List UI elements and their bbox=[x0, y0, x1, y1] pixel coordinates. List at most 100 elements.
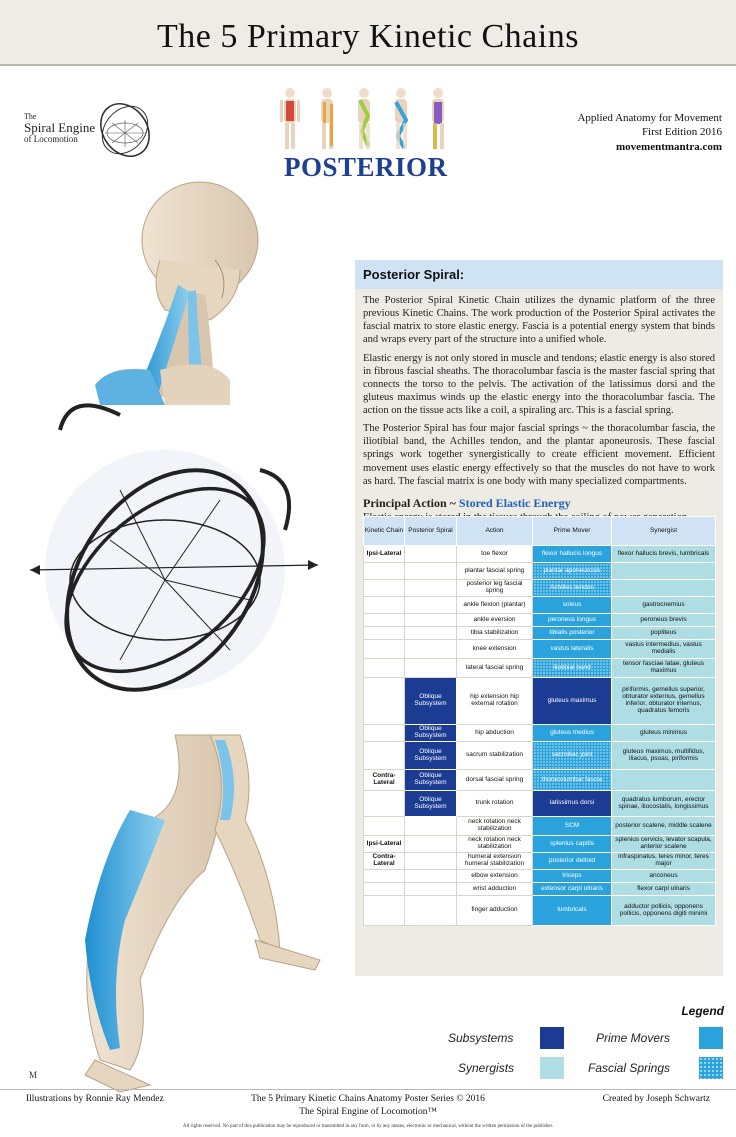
cell-action: toe flexor bbox=[456, 545, 533, 563]
cell-action: posterior leg fascial spring bbox=[456, 579, 533, 597]
legend-subsystems-label: Subsystems bbox=[448, 1031, 514, 1045]
cell-prime-mover: SCM bbox=[532, 816, 612, 836]
pub-line2: First Edition 2016 bbox=[641, 126, 722, 139]
cell-kinetic-chain bbox=[363, 816, 405, 836]
cell-kinetic-chain bbox=[363, 869, 405, 883]
cell-kinetic-chain bbox=[363, 562, 405, 580]
cell-posterior-spiral bbox=[404, 852, 457, 870]
cell-action: ankle eversion bbox=[456, 613, 533, 627]
cell-prime-mover: plantar aponeurosis bbox=[532, 562, 612, 580]
cell-posterior-spiral bbox=[404, 882, 457, 896]
cell-prime-mover: peroneus longus bbox=[532, 613, 612, 627]
cell-prime-mover: gluteus maximus bbox=[532, 677, 612, 725]
header-prime-mover: Prime Mover bbox=[532, 516, 612, 546]
cell-action: neck rotation neck stabilization bbox=[456, 835, 533, 853]
legend-fascial-springs-swatch bbox=[699, 1057, 723, 1079]
cell-synergist: splenius cervicis, levator scapula, ante… bbox=[611, 835, 716, 853]
cell-action: lateral fascial spring bbox=[456, 658, 533, 678]
cell-posterior-spiral bbox=[404, 596, 457, 614]
cell-kinetic-chain bbox=[363, 741, 405, 770]
table-row: Ipsi-Lateral neck rotation neck stabiliza… bbox=[363, 835, 716, 853]
logo-text: The Spiral Engine of Locomotion bbox=[24, 112, 114, 145]
cell-synergist: popliteus bbox=[611, 626, 716, 640]
cell-action: trunk rotation bbox=[456, 790, 533, 817]
cell-prime-mover: Achilles tendon bbox=[532, 579, 612, 597]
red-figure-icon bbox=[280, 88, 300, 149]
footer-divider bbox=[0, 1089, 736, 1090]
cell-prime-mover: gluteus medius bbox=[532, 724, 612, 742]
legend-synergists-swatch bbox=[540, 1057, 564, 1079]
footer-brand: The Spiral Engine of Locomotion™ bbox=[299, 1107, 437, 1117]
principal-value: Stored Elastic Energy bbox=[458, 495, 571, 510]
cell-synergist: posterior scalene, middle scalene bbox=[611, 816, 716, 836]
cell-prime-mover: posterior deltoid bbox=[532, 852, 612, 870]
cell-kinetic-chain bbox=[363, 677, 405, 725]
cell-synergist: gastrocnemius bbox=[611, 596, 716, 614]
cell-synergist: quadratus lumborum, erector spinae, ilio… bbox=[611, 790, 716, 817]
legend-subsystems-swatch bbox=[540, 1027, 564, 1049]
table-header-row: Kinetic Chain Posterior Spiral Action Pr… bbox=[363, 516, 716, 546]
cell-synergist: vastus intermedius, vastus medialis bbox=[611, 639, 716, 659]
cell-prime-mover: thoracolumbar fascia bbox=[532, 769, 612, 791]
cell-action: humeral extension humeral stabilization bbox=[456, 852, 533, 870]
panel-paragraph-2: Elastic energy is not only stored in mus… bbox=[363, 352, 715, 417]
cell-kinetic-chain bbox=[363, 790, 405, 817]
cell-synergist bbox=[611, 579, 716, 597]
legend-fascial-springs-label: Fascial Springs bbox=[588, 1061, 671, 1075]
green-figure-icon bbox=[358, 88, 371, 149]
cell-prime-mover: latissimus dorsi bbox=[532, 790, 612, 817]
publication-info: Applied Anatomy for Movement First Editi… bbox=[577, 111, 722, 154]
cell-synergist: anconeus bbox=[611, 869, 716, 883]
cell-posterior-spiral bbox=[404, 816, 457, 836]
cell-posterior-spiral bbox=[404, 658, 457, 678]
cell-kinetic-chain: Ipsi-Lateral bbox=[363, 835, 405, 853]
cell-prime-mover: splenius capitis bbox=[532, 835, 612, 853]
cell-synergist: gluteus minimus bbox=[611, 724, 716, 742]
cell-prime-mover: sacroiliac joint bbox=[532, 741, 612, 770]
footer-illustrator: Illustrations by Ronnie Ray Mendez bbox=[26, 1094, 164, 1104]
cell-posterior-spiral bbox=[404, 626, 457, 640]
cell-posterior-spiral bbox=[404, 545, 457, 563]
cell-kinetic-chain bbox=[363, 596, 405, 614]
cell-synergist: gluteus maximus, multifidus, iliacus, ps… bbox=[611, 741, 716, 770]
cell-synergist: tensor fasciae latae, gluteus maximus bbox=[611, 658, 716, 678]
panel-paragraph-1: The Posterior Spiral Kinetic Chain utili… bbox=[363, 295, 715, 346]
legend-prime-movers-label: Prime Movers bbox=[596, 1031, 671, 1045]
pub-url: movementmantra.com bbox=[616, 140, 722, 153]
cell-action: knee extension bbox=[456, 639, 533, 659]
cell-synergist: infraspinatus, teres minor, teres major bbox=[611, 852, 716, 870]
title-bar: The 5 Primary Kinetic Chains bbox=[0, 0, 736, 66]
cell-kinetic-chain bbox=[363, 724, 405, 742]
spiral-logo-icon bbox=[100, 103, 150, 157]
cell-action: neck rotation neck stabilization bbox=[456, 816, 533, 836]
cell-prime-mover: soleus bbox=[532, 596, 612, 614]
blue-figure-icon bbox=[394, 88, 409, 149]
legend-synergists-label: Synergists bbox=[458, 1061, 515, 1075]
cell-synergist bbox=[611, 562, 716, 580]
cell-action: elbow extension bbox=[456, 869, 533, 883]
legend-title: Legend bbox=[681, 1004, 724, 1018]
rights-notice: All rights reserved. No part of this pub… bbox=[182, 1124, 554, 1129]
cell-action: wrist adduction bbox=[456, 882, 533, 896]
cell-kinetic-chain bbox=[363, 882, 405, 896]
logo-line3: of Locomotion bbox=[24, 134, 78, 145]
cell-prime-mover: iliotibial band bbox=[532, 658, 612, 678]
cell-synergist: flexor hallucis brevis, lumbricals bbox=[611, 545, 716, 563]
cell-synergist bbox=[611, 769, 716, 791]
cell-kinetic-chain bbox=[363, 626, 405, 640]
orange-figure-icon bbox=[321, 88, 333, 149]
